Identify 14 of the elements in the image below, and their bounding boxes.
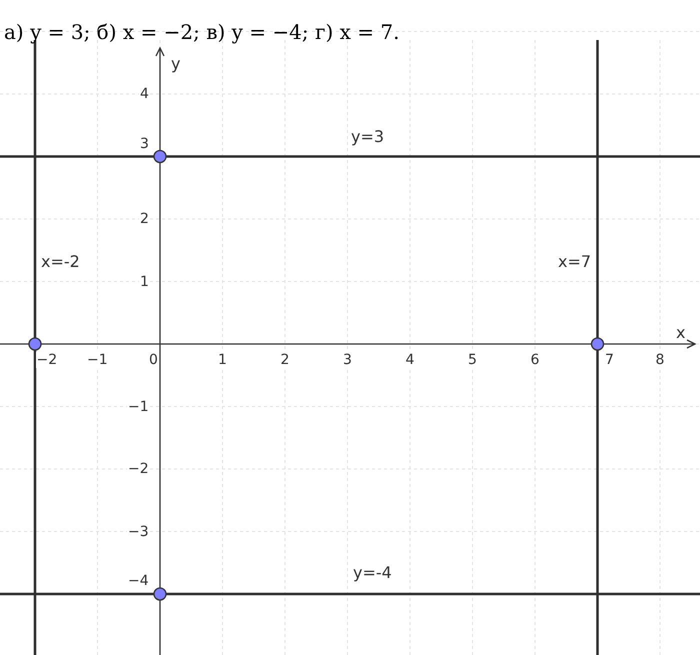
tick-label: −3: [127, 524, 150, 540]
line-label: y=3: [350, 128, 386, 146]
tick-label: 1: [217, 352, 228, 368]
tick-label: 8: [654, 352, 666, 368]
tick-label: 6: [530, 352, 540, 368]
line-label: y=-4: [352, 564, 393, 582]
tick-label: 3: [139, 136, 150, 152]
tick-label: 5: [467, 352, 478, 368]
tick-label: −1: [86, 352, 109, 368]
tick-label: 2: [280, 352, 290, 368]
tick-label: 3: [342, 352, 353, 368]
title: а) y = 3; б) x = −2; в) y = −4; г) x = 7.: [4, 20, 400, 44]
tick-label: −2: [36, 352, 58, 368]
tick-label: 4: [404, 352, 416, 368]
